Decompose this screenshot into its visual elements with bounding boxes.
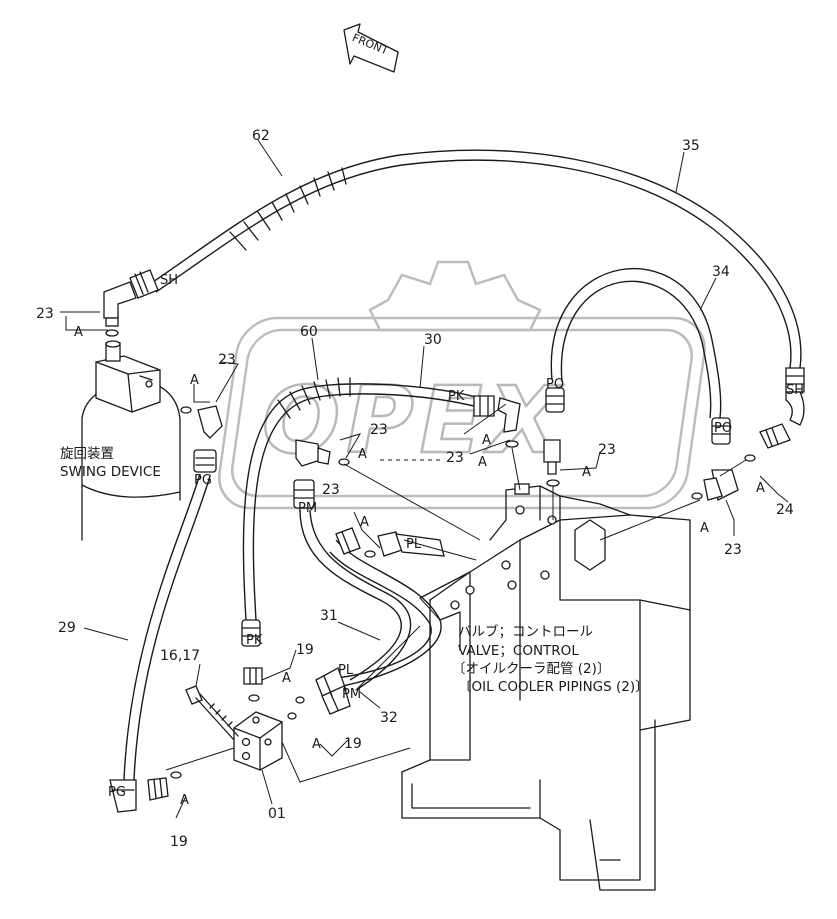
port-label-sh-left: SH (160, 273, 178, 288)
part-number-16-17: 16,17 (160, 648, 200, 664)
front-label: FRONT (350, 31, 390, 57)
port-label-pl-top: PL (406, 537, 422, 552)
part-number-30: 30 (424, 332, 442, 348)
oring-label-a6: A (700, 521, 709, 536)
port-label-pm-bottom: PM (342, 687, 361, 702)
part-number-23-d: 23 (446, 450, 464, 466)
watermark: OPEX (218, 260, 706, 510)
part-number-01: 01 (268, 806, 286, 822)
hose-29 (109, 449, 217, 813)
oring-label-a5: A (582, 465, 591, 480)
fitting-23-po (543, 439, 561, 487)
part-number-23-g: 23 (322, 482, 340, 498)
part-number-19-a: 19 (296, 642, 314, 658)
oring-label-a4: A (478, 455, 487, 470)
valve-caption-en: VALVE；CONTROL (458, 643, 579, 659)
part-number-23-b: 23 (218, 352, 236, 368)
oring-label-a10: A (312, 737, 321, 752)
part-number-34: 34 (712, 264, 730, 280)
fitting-23-right (691, 469, 739, 501)
oring-label-a9: A (282, 671, 291, 686)
port-label-po-right: PO (714, 421, 732, 436)
port-label-sh-right: SH (786, 383, 804, 398)
elbow-23-pk (497, 397, 521, 448)
hose-35-62 (129, 149, 805, 426)
oring-label-a3: A (358, 447, 367, 462)
swing-device (81, 340, 181, 541)
block-01 (233, 711, 283, 771)
port-label-pl-bottom: PL (338, 663, 354, 678)
port-label-pm-top: PM (298, 501, 317, 516)
hose-31-32 (293, 479, 442, 691)
part-number-19-b: 19 (344, 736, 362, 752)
hose-62-sleeve (229, 167, 347, 251)
part-number-19-c: 19 (170, 834, 188, 850)
part-number-32: 32 (380, 710, 398, 726)
fitting-24 (744, 423, 791, 462)
elbow-23-center (295, 439, 350, 467)
swing-device-jp-label: 旋回装置 (60, 446, 114, 462)
front-arrow: FRONT (343, 23, 399, 73)
part-number-35: 35 (682, 138, 700, 154)
part-number-23-e: 23 (598, 442, 616, 458)
fitting-19-pg (147, 771, 182, 801)
oring-label-a7: A (756, 481, 765, 496)
oring-label-a8: A (360, 515, 369, 530)
control-valve (401, 483, 691, 891)
part-number-23-a: 23 (36, 306, 54, 322)
fitting-23-swing (180, 405, 223, 439)
part-number-60: 60 (300, 324, 318, 340)
port-label-pg-top: PG (194, 473, 212, 488)
part-number-24: 24 (776, 502, 794, 518)
oring-label-a2: A (190, 373, 199, 388)
port-label-pk-top: PK (448, 389, 465, 404)
port-label-po-center: PO (546, 377, 564, 392)
oring-label-a11: A (180, 793, 189, 808)
swing-device-en-label: SWING DEVICE (60, 464, 161, 480)
leader-lines (60, 139, 789, 819)
part-number-23-c: 23 (370, 422, 388, 438)
valve-caption-jp-sub: 〔オイルクーラ配管 (2)〕 (452, 661, 610, 677)
part-number-23-f: 23 (724, 542, 742, 558)
connection-lines (165, 447, 747, 783)
hose-30-60 (241, 377, 495, 647)
part-number-62: 62 (252, 128, 270, 144)
valve-caption-en-sub: 〔OIL COOLER PIPINGS (2)〕 (458, 679, 649, 695)
hose-34 (545, 267, 731, 445)
part-number-31: 31 (320, 608, 338, 624)
fitting-23-pl (335, 527, 445, 558)
part-number-29: 29 (58, 620, 76, 636)
port-label-pg-bottom: PG (108, 785, 126, 800)
bolt-16-17 (185, 685, 239, 741)
valve-caption-jp: バルブ；コントロール (458, 623, 593, 640)
port-label-pk-bottom: PK (246, 633, 263, 648)
elbow-fitting-23-left (103, 281, 137, 337)
oring-label-a1: A (74, 325, 83, 340)
fitting-19-pk (243, 667, 263, 702)
fitting-19-plpm (287, 667, 351, 720)
oring-label-a12: A (482, 433, 491, 448)
